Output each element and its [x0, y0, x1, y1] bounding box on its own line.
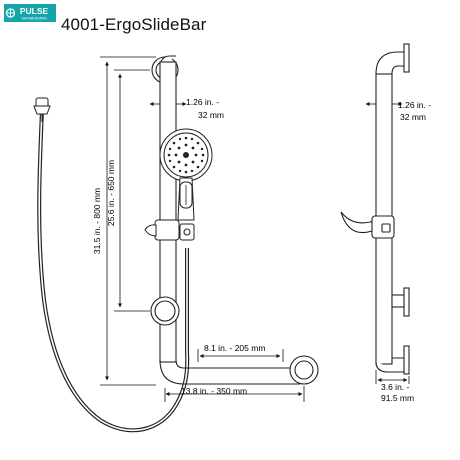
- side-bar-diameter-label-mm: 32 mm: [400, 112, 426, 122]
- slider-bracket: [144, 219, 195, 241]
- short-leg-label: 8.1 in. - 205 mm: [204, 343, 265, 353]
- projection-label-in: 3.6 in. -: [381, 382, 410, 392]
- brand-tagline: SHOWERSPAS: [21, 17, 47, 21]
- dimension-lines: [100, 56, 410, 402]
- mount-spacing-label: 25.6 in. - 650 mm: [106, 160, 116, 226]
- slide-bar-front: [150, 55, 319, 385]
- brand-name: PULSE: [20, 6, 49, 16]
- bar-diameter-label-mm: 32 mm: [198, 110, 224, 120]
- total-height-label: 31.5 in. - 800 mm: [92, 188, 102, 254]
- shower-head: [159, 128, 213, 221]
- bar-diameter-label-in: 1.26 in. -: [186, 97, 219, 107]
- slide-bar-side: [340, 43, 410, 375]
- hose-holder: [33, 97, 51, 122]
- brand-logo: PULSE SHOWERSPAS: [4, 4, 56, 22]
- projection-label-mm: 91.5 mm: [381, 393, 414, 403]
- shower-hose: [37, 109, 190, 433]
- page-title: 4001-ErgoSlideBar: [61, 15, 207, 34]
- long-leg-label: 13.8 in. - 350 mm: [181, 386, 247, 396]
- shower-head-nozzles: [167, 136, 205, 174]
- side-bar-diameter-label-in: 1.26 in. -: [398, 100, 431, 110]
- brand-logo-art: PULSE SHOWERSPAS: [5, 6, 49, 21]
